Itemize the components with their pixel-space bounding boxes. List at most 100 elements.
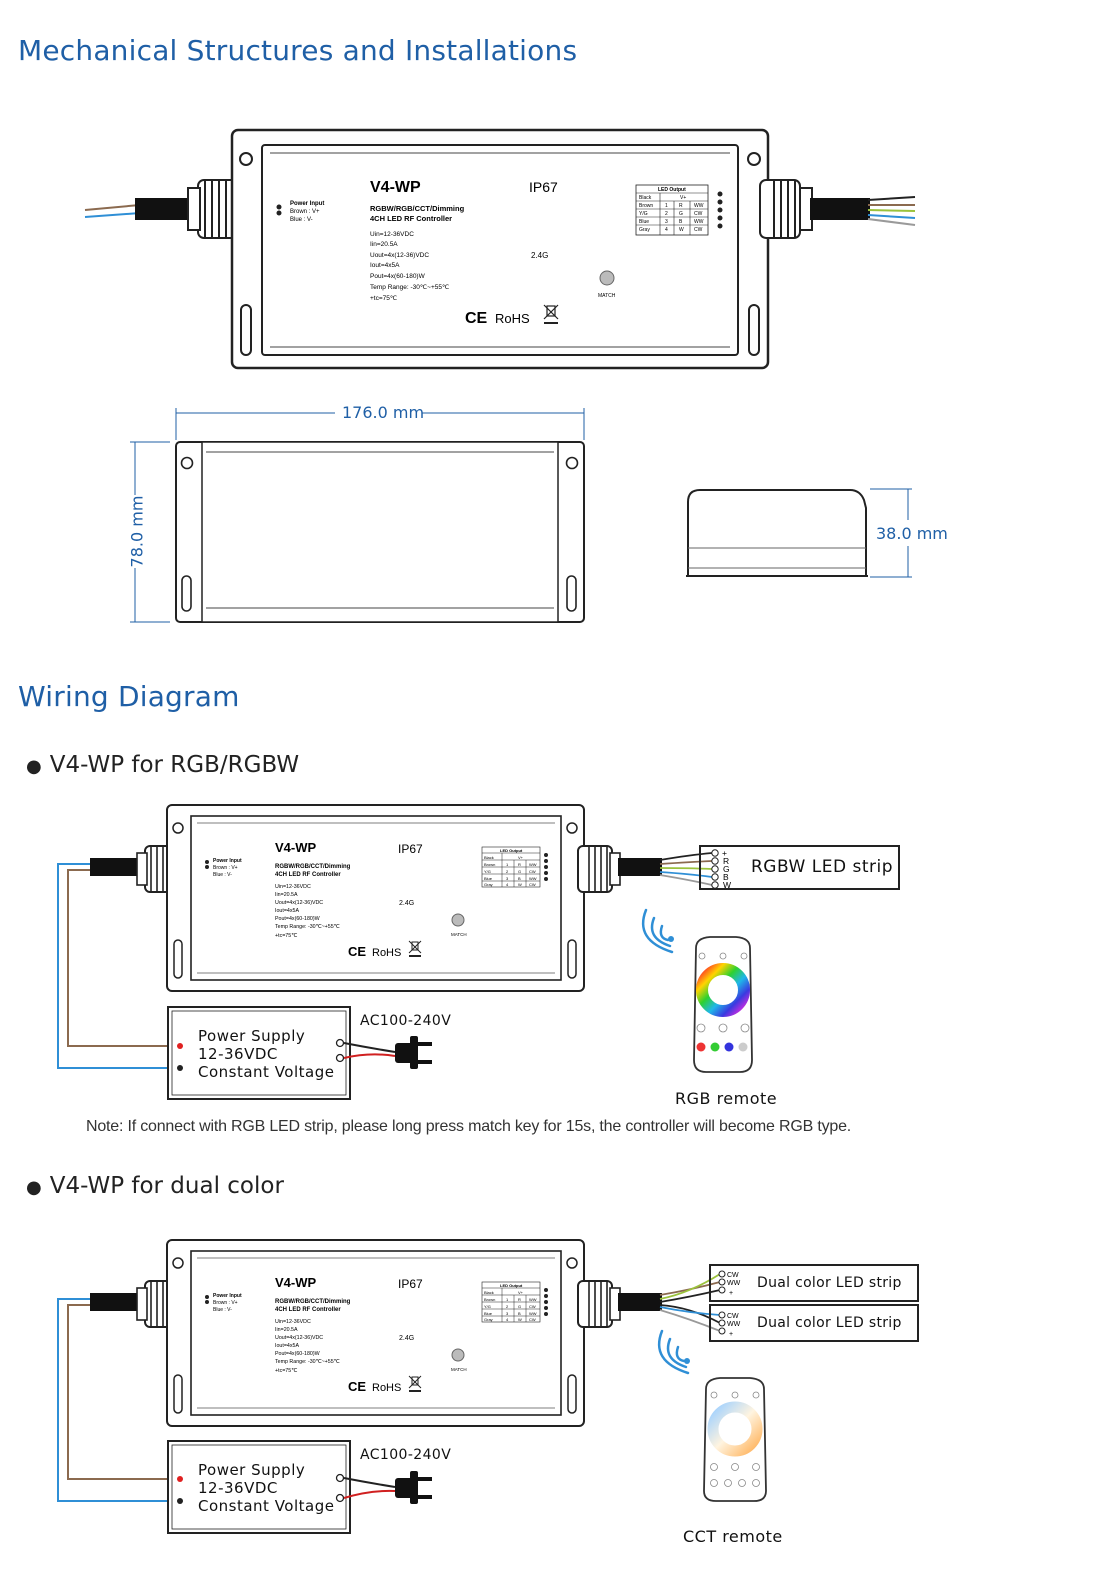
dual-ac-label: AC100-240V <box>360 1447 452 1463</box>
svg-text:V+: V+ <box>518 1290 524 1295</box>
device-line-1: RGBW/RGB/CCT/Dimming <box>370 204 465 213</box>
svg-text:CW: CW <box>694 227 703 233</box>
svg-text:4: 4 <box>506 882 509 887</box>
rgbw-pin-r: R <box>723 856 729 866</box>
rgb-match-button[interactable] <box>451 913 465 927</box>
svg-text:WW: WW <box>694 203 704 209</box>
svg-text:3: 3 <box>506 876 509 881</box>
dual-rf-label: 2.4G <box>399 1335 414 1342</box>
svg-text:WW: WW <box>529 1297 537 1302</box>
svg-text:1: 1 <box>506 1297 509 1302</box>
svg-text:1: 1 <box>506 862 509 867</box>
svg-text:V+: V+ <box>518 855 524 860</box>
rgbw-pin-b: B <box>723 872 729 882</box>
svg-text:LED Output: LED Output <box>500 848 523 853</box>
width-dimension: 78.0 mm <box>127 495 147 568</box>
dual-match-label: MATCH <box>451 1367 467 1372</box>
svg-text:CW: CW <box>529 1317 536 1322</box>
svg-text:R: R <box>518 1297 521 1302</box>
rohs-label: RoHS <box>495 311 530 326</box>
rgb-wiring-diagram: + R G B W Power Input Brown : V+ Blue : … <box>57 804 900 1100</box>
rgb-spec-5: Temp Range: -30℃~+55℃ <box>275 924 340 930</box>
power-input-title: Power Input <box>290 201 324 207</box>
ip-rating: IP67 <box>529 179 558 195</box>
svg-text:WW: WW <box>694 219 704 225</box>
svg-text:Brown: Brown <box>639 203 653 209</box>
svg-text:R: R <box>679 203 683 209</box>
svg-text:4: 4 <box>506 1317 509 1322</box>
rgb-match-label: MATCH <box>451 932 467 937</box>
rgb-spec-0: Uin=12-36VDC <box>275 884 311 890</box>
svg-text:W: W <box>679 227 684 233</box>
rgb-power-input-1: Brown : V+ <box>213 865 238 871</box>
dual-2-pin-plus: + <box>729 1331 733 1338</box>
svg-text:2: 2 <box>665 211 668 217</box>
wiring-section-title: Wiring Diagram <box>18 680 240 713</box>
dual-power-input-title: Power Input <box>213 1293 242 1299</box>
dual-device-line-1: RGBW/RGB/CCT/Dimming <box>275 1299 351 1305</box>
rgb-remote-label: RGB remote <box>675 1089 778 1108</box>
dual-spec-0: Uin=12-36VDC <box>275 1319 311 1325</box>
rgb-power-supply-label: Power Supply 12-36VDC Constant Voltage <box>198 1027 335 1081</box>
rgb-rf-label: 2.4G <box>399 900 414 907</box>
spec-4: Pout=4x(60-180)W <box>370 273 426 280</box>
svg-text:Gray: Gray <box>484 882 493 887</box>
rgb-spec-4: Pout=4x(60-180)W <box>275 916 320 922</box>
dual-spec-6: +tc=75℃ <box>275 1368 297 1374</box>
svg-text:WW: WW <box>529 1311 537 1316</box>
height-dimension: 38.0 mm <box>876 524 948 543</box>
svg-text:2: 2 <box>506 1304 509 1309</box>
svg-text:CW: CW <box>529 1304 536 1309</box>
rgb-remote[interactable] <box>693 936 753 1073</box>
rgb-spec-3: Iout=4x5A <box>275 908 299 914</box>
spec-0: Uin=12-36VDC <box>370 231 414 238</box>
dual-strip-label-1: Dual color LED strip <box>757 1275 902 1291</box>
rgb-weee-icon <box>408 940 422 957</box>
rgb-note: Note: If connect with RGB LED strip, ple… <box>86 1118 852 1135</box>
dual-spec-3: Iout=4x5A <box>275 1343 299 1349</box>
svg-text:Blue: Blue <box>484 1311 493 1316</box>
power-input-line-1: Brown : V+ <box>290 209 320 215</box>
spec-1: Iin=20.5A <box>370 241 398 248</box>
dual-1-pin-ww: WW <box>727 1280 741 1287</box>
ce-mark: CE <box>465 310 488 327</box>
svg-text:G: G <box>518 869 521 874</box>
spec-5: Temp Range: -30℃~+55℃ <box>370 284 450 291</box>
dual-power-input-2: Blue : V- <box>213 1307 232 1313</box>
wireless-signal-icon <box>641 908 674 954</box>
match-button[interactable] <box>599 270 615 286</box>
rgb-ce-mark: CE <box>348 944 366 959</box>
rgb-spec-6: +tc=75℃ <box>275 933 297 939</box>
model-label: V4-WP <box>370 179 421 196</box>
cct-remote[interactable] <box>703 1377 767 1502</box>
dual-1-pin-cw: CW <box>727 1272 739 1279</box>
dual-2-pin-ww: WW <box>727 1321 741 1328</box>
dual-spec-4: Pout=4x(60-180)W <box>275 1351 320 1357</box>
spec-2: Uout=4x(12-36)VDC <box>370 252 429 259</box>
svg-text:B: B <box>679 219 683 225</box>
spec-6: +tc=75℃ <box>370 295 398 302</box>
device-line-2: 4CH LED RF Controller <box>370 214 452 223</box>
svg-text:Blue: Blue <box>639 219 649 225</box>
svg-text:Y/G: Y/G <box>484 869 491 874</box>
dual-match-button[interactable] <box>451 1348 465 1362</box>
svg-text:4: 4 <box>665 227 668 233</box>
svg-text:B: B <box>518 876 521 881</box>
dual-rohs-label: RoHS <box>372 1382 401 1394</box>
svg-text:3: 3 <box>665 219 668 225</box>
rgb-power-input-title: Power Input <box>213 858 242 864</box>
rgbw-pin-w: W <box>723 880 731 890</box>
svg-text:Gray: Gray <box>639 227 650 233</box>
dual-model-label: V4-WP <box>275 1275 317 1290</box>
rgb-device-line-2: 4CH LED RF Controller <box>275 872 341 878</box>
svg-text:LED Output: LED Output <box>500 1283 523 1288</box>
svg-text:G: G <box>518 1304 521 1309</box>
rgb-device-line-1: RGBW/RGB/CCT/Dimming <box>275 864 351 870</box>
dual-ce-mark: CE <box>348 1379 366 1394</box>
dual-wireless-signal-icon <box>657 1329 690 1375</box>
power-input-line-2: Blue : V- <box>290 217 313 223</box>
spec-3: Iout=4x5A <box>370 262 400 269</box>
svg-text:LED Output: LED Output <box>658 187 686 193</box>
svg-text:Black: Black <box>484 1290 494 1295</box>
svg-text:2: 2 <box>506 869 509 874</box>
